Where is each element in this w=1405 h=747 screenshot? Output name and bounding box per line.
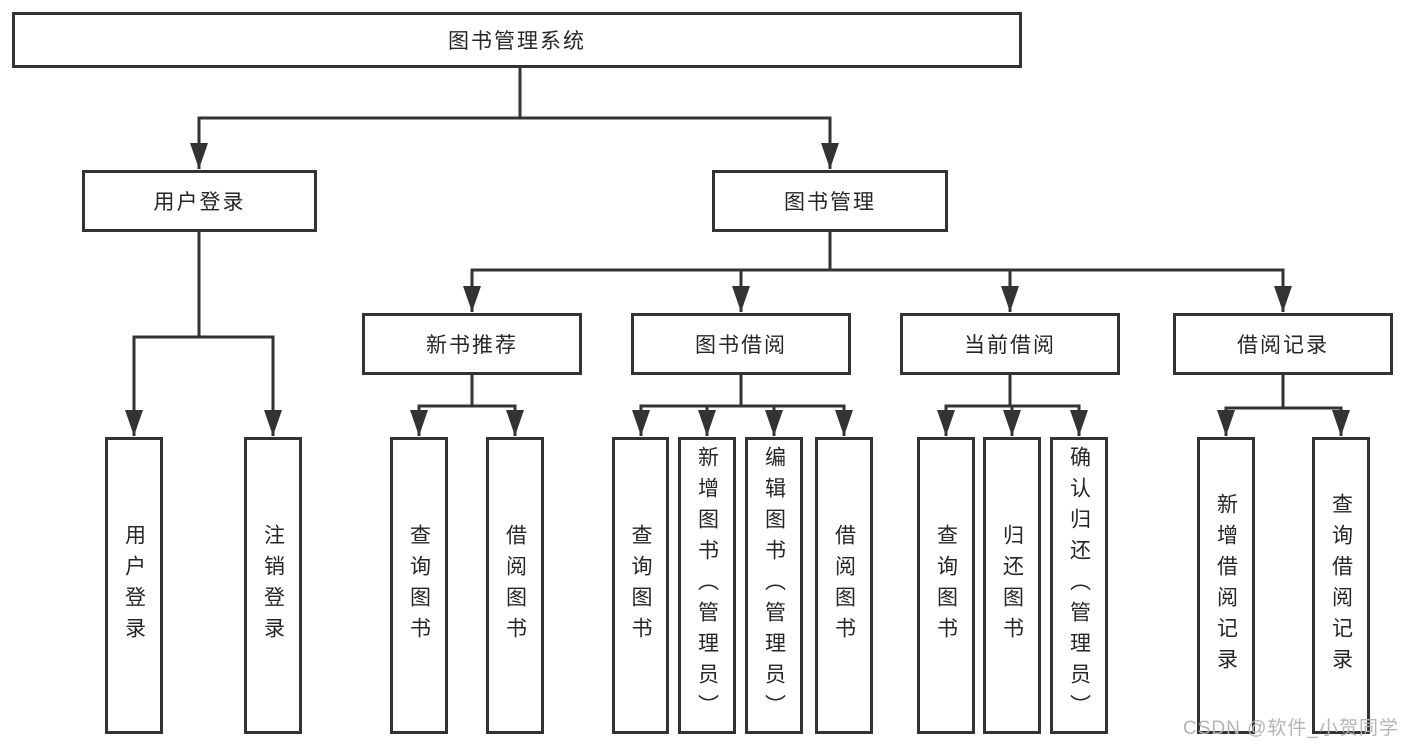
connector-book-management-children: [463, 230, 1292, 312]
leaf-query-books-recommend: 查询图书: [390, 437, 448, 734]
node-new-book-recommend: 新书推荐: [362, 313, 582, 375]
connector-current-borrow-children: [937, 373, 1088, 436]
leaf-borrow-books: 借阅图书: [815, 437, 873, 734]
leaf-logout: 注销登录: [244, 437, 302, 734]
leaf-query-books-borrow: 查询图书: [612, 437, 669, 734]
leaf-query-books-current: 查询图书: [917, 437, 975, 734]
node-book-management: 图书管理: [712, 170, 948, 232]
watermark: CSDN @软件_小贺同学: [1183, 718, 1399, 739]
node-book-borrow: 图书借阅: [631, 313, 851, 375]
leaf-borrow-books-recommend: 借阅图书: [486, 437, 544, 734]
connector-borrow-records-children: [1217, 373, 1350, 436]
node-root: 图书管理系统: [12, 12, 1022, 68]
node-current-borrow: 当前借阅: [900, 313, 1120, 375]
leaf-user-login: 用户登录: [105, 437, 163, 734]
leaf-query-borrow-record: 查询借阅记录: [1312, 437, 1370, 734]
leaf-add-borrow-record: 新增借阅记录: [1197, 437, 1255, 734]
connector-new-book-recommend-children: [410, 373, 524, 436]
connector-book-borrow-children: [632, 373, 853, 436]
node-borrow-records: 借阅记录: [1173, 313, 1393, 375]
leaf-confirm-return-admin: 确认归还（管理员）: [1050, 437, 1108, 734]
connector-root-to-level2: [190, 65, 839, 169]
leaf-add-book-admin: 新增图书（管理员）: [678, 437, 736, 734]
leaf-return-books: 归还图书: [983, 437, 1041, 734]
connector-user-login-children: [125, 230, 282, 436]
node-user-login: 用户登录: [82, 170, 317, 232]
leaf-edit-book-admin: 编辑图书（管理员）: [745, 437, 803, 734]
